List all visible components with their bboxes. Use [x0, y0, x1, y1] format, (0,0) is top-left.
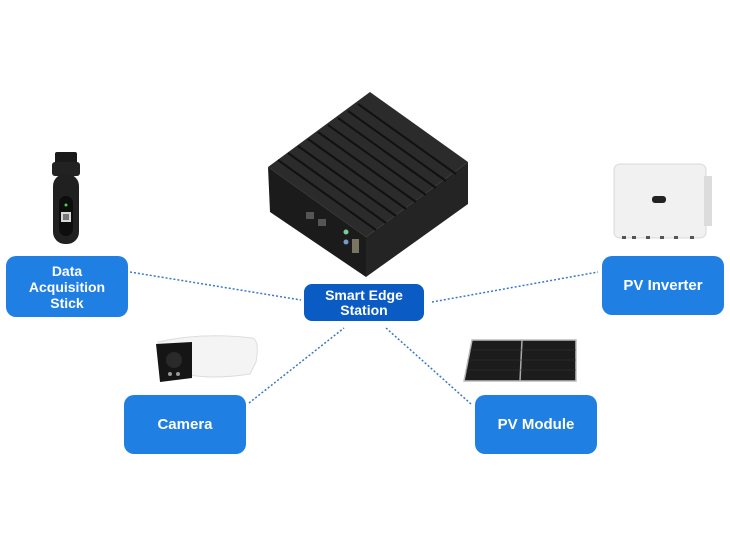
node-label-line: Acquisition	[28, 278, 106, 295]
edge-inverter	[431, 271, 599, 303]
smart-edge-station-image	[268, 92, 468, 277]
node-label: PV Inverter	[623, 276, 703, 294]
edge-stick	[129, 271, 302, 301]
node-smart-edge-station: Smart Edge Station	[304, 284, 424, 321]
node-label-line: Smart Edge	[325, 286, 403, 303]
node-data-acquisition-stick: Data Acquisition Stick	[6, 256, 128, 317]
pv-inverter-image	[613, 163, 712, 239]
node-pv-inverter: PV Inverter	[602, 256, 724, 315]
node-label-line: Data	[51, 262, 83, 279]
edge-module	[385, 327, 472, 405]
node-label-line: Station	[340, 301, 388, 318]
node-label: Camera	[157, 415, 213, 433]
camera-image	[156, 335, 258, 382]
pv-module-image	[463, 339, 577, 382]
node-label: PV Module	[497, 415, 575, 433]
data-stick-image	[52, 152, 80, 244]
edge-camera	[248, 327, 345, 404]
node-label-line: Stick	[50, 294, 84, 311]
node-pv-module: PV Module	[475, 395, 597, 454]
node-camera: Camera	[124, 395, 246, 454]
